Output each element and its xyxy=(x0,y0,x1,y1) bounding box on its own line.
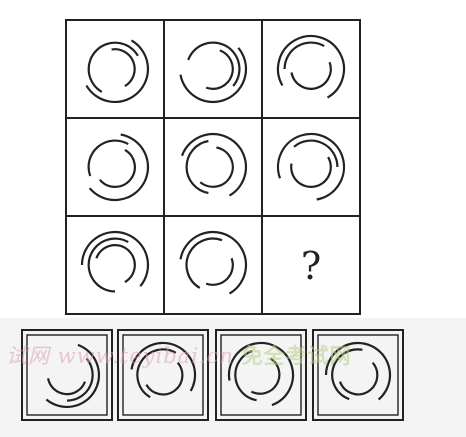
option-2-figure xyxy=(130,341,197,399)
arc-3 xyxy=(338,361,379,396)
grid-cell-r3-c2 xyxy=(163,215,263,315)
option-frame xyxy=(312,329,404,421)
option-frame xyxy=(21,329,113,421)
arc-1 xyxy=(276,132,346,201)
option-frame xyxy=(215,329,307,421)
grid-cell-r3-c1 xyxy=(65,215,165,315)
option-1-figure xyxy=(45,343,100,409)
grid-cell-r2-c2 xyxy=(163,117,263,217)
arc-2 xyxy=(136,348,177,399)
figure-r3-c1 xyxy=(80,230,150,293)
figure-r2-c3 xyxy=(276,132,346,201)
arc-2 xyxy=(185,237,223,289)
puzzle-grid: ? xyxy=(65,19,361,315)
grid-cell-r2-c3 xyxy=(261,117,361,217)
arc-2 xyxy=(87,139,129,177)
arc-3 xyxy=(95,244,136,284)
option-4-figure xyxy=(324,341,392,401)
grid-cell-r1-c3 xyxy=(261,19,361,119)
arc-1 xyxy=(276,34,346,99)
arc-3 xyxy=(98,148,136,188)
option-3[interactable] xyxy=(215,329,307,421)
arc-1 xyxy=(45,343,100,409)
answer-options xyxy=(21,329,404,421)
arc-3 xyxy=(290,156,332,188)
arc-1 xyxy=(179,47,248,104)
grid-cell-r1-c2 xyxy=(163,19,263,119)
arc-3 xyxy=(145,361,184,396)
arc-2 xyxy=(187,41,241,87)
arc-3 xyxy=(250,357,281,395)
arc-1 xyxy=(180,132,248,197)
figure-r1-c2 xyxy=(179,41,248,104)
arc-2 xyxy=(234,349,257,402)
arc-2 xyxy=(293,139,339,168)
arc-2 xyxy=(66,357,94,402)
arc-1 xyxy=(179,230,248,295)
arc-1 xyxy=(85,39,149,103)
arc-1 xyxy=(80,230,150,287)
arc-1 xyxy=(88,133,150,202)
arc-2 xyxy=(331,348,363,401)
figure-r3-c2 xyxy=(179,230,248,295)
arc-3 xyxy=(290,61,332,90)
figure-r1-c1 xyxy=(85,39,149,103)
question-mark: ? xyxy=(301,244,321,288)
arc-1 xyxy=(130,341,197,392)
arc-2 xyxy=(87,41,139,93)
arc-3 xyxy=(205,257,234,286)
arc-3 xyxy=(205,49,234,90)
arc-3 xyxy=(111,48,136,88)
arc-2 xyxy=(283,41,325,70)
arc-2 xyxy=(185,139,209,195)
option-inner-frame xyxy=(26,334,108,416)
option-frame xyxy=(117,329,209,421)
grid-cell-r1-c1 xyxy=(65,19,165,119)
option-inner-frame xyxy=(122,334,204,416)
option-inner-frame xyxy=(317,334,399,416)
options-background xyxy=(0,318,466,437)
grid-cell-r3-c3 xyxy=(261,215,361,315)
option-2[interactable] xyxy=(117,329,209,421)
arc-3 xyxy=(199,146,234,188)
arc-2 xyxy=(87,237,129,293)
option-1[interactable] xyxy=(21,329,113,421)
option-3-figure xyxy=(227,341,295,407)
option-inner-frame xyxy=(220,334,302,416)
figure-r2-c1 xyxy=(87,133,150,202)
figure-r2-c2 xyxy=(180,132,248,197)
arc-3 xyxy=(47,378,87,396)
grid-cell-r2-c1 xyxy=(65,117,165,217)
arc-1 xyxy=(324,341,392,401)
arc-1 xyxy=(227,341,295,407)
figure-r1-c3 xyxy=(276,34,346,99)
option-4[interactable] xyxy=(312,329,404,421)
